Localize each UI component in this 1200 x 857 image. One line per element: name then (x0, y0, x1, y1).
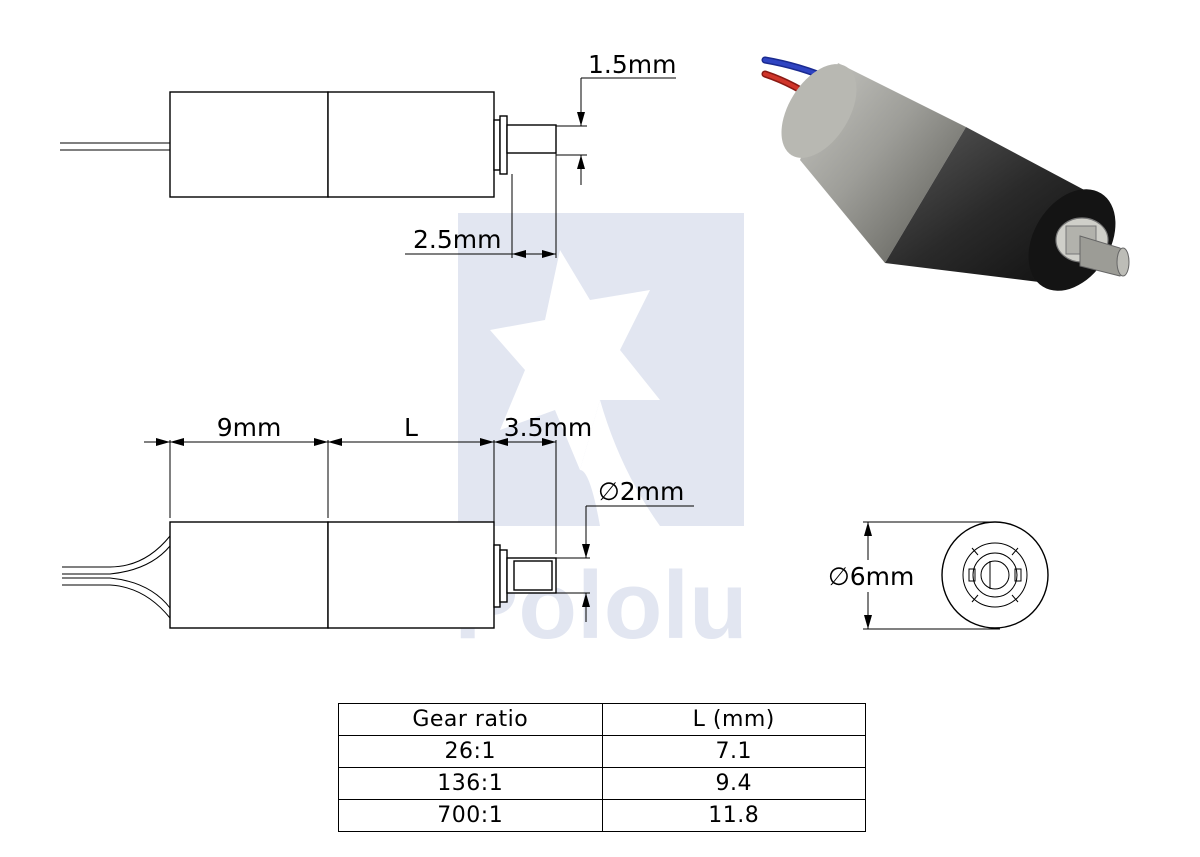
dim-motor-length: 9mm (217, 413, 282, 442)
dim-top-shaft-length: 2.5mm (413, 225, 501, 254)
header-gear-ratio: Gear ratio (338, 703, 603, 736)
cell-gear-ratio: 700:1 (338, 799, 603, 832)
cell-gear-ratio: 136:1 (338, 767, 603, 800)
top-side-view: 1.5mm 2.5mm (60, 50, 676, 258)
diameter-symbol: ∅ (598, 477, 620, 506)
table-row: 700:1 11.8 (338, 799, 866, 832)
diameter-symbol-end: ∅ (828, 562, 850, 591)
cell-length: 7.1 (601, 735, 866, 768)
bottom-side-view: 9mm L 3.5mm ∅2mm (62, 413, 694, 629)
motor-3d-view (761, 56, 1130, 291)
dim-gearbox-length: L (404, 413, 418, 442)
dim-body-diameter: ∅6mm (828, 562, 914, 591)
table-row: 26:1 7.1 (338, 735, 866, 768)
dim-shaft-diameter: ∅2mm (598, 477, 684, 506)
dim-shaft-flat: 1.5mm (588, 50, 676, 79)
cell-gear-ratio: 26:1 (338, 735, 603, 768)
table-header-row: Gear ratio L (mm) (338, 703, 866, 736)
header-length: L (mm) (601, 703, 866, 736)
gear-ratio-table: Gear ratio L (mm) 26:1 7.1 136:1 9.4 700… (338, 703, 866, 832)
dim-bottom-shaft-length: 3.5mm (504, 413, 592, 442)
table-row: 136:1 9.4 (338, 767, 866, 800)
cell-length: 11.8 (601, 799, 866, 832)
cell-length: 9.4 (601, 767, 866, 800)
end-view: ∅6mm (828, 521, 1049, 630)
